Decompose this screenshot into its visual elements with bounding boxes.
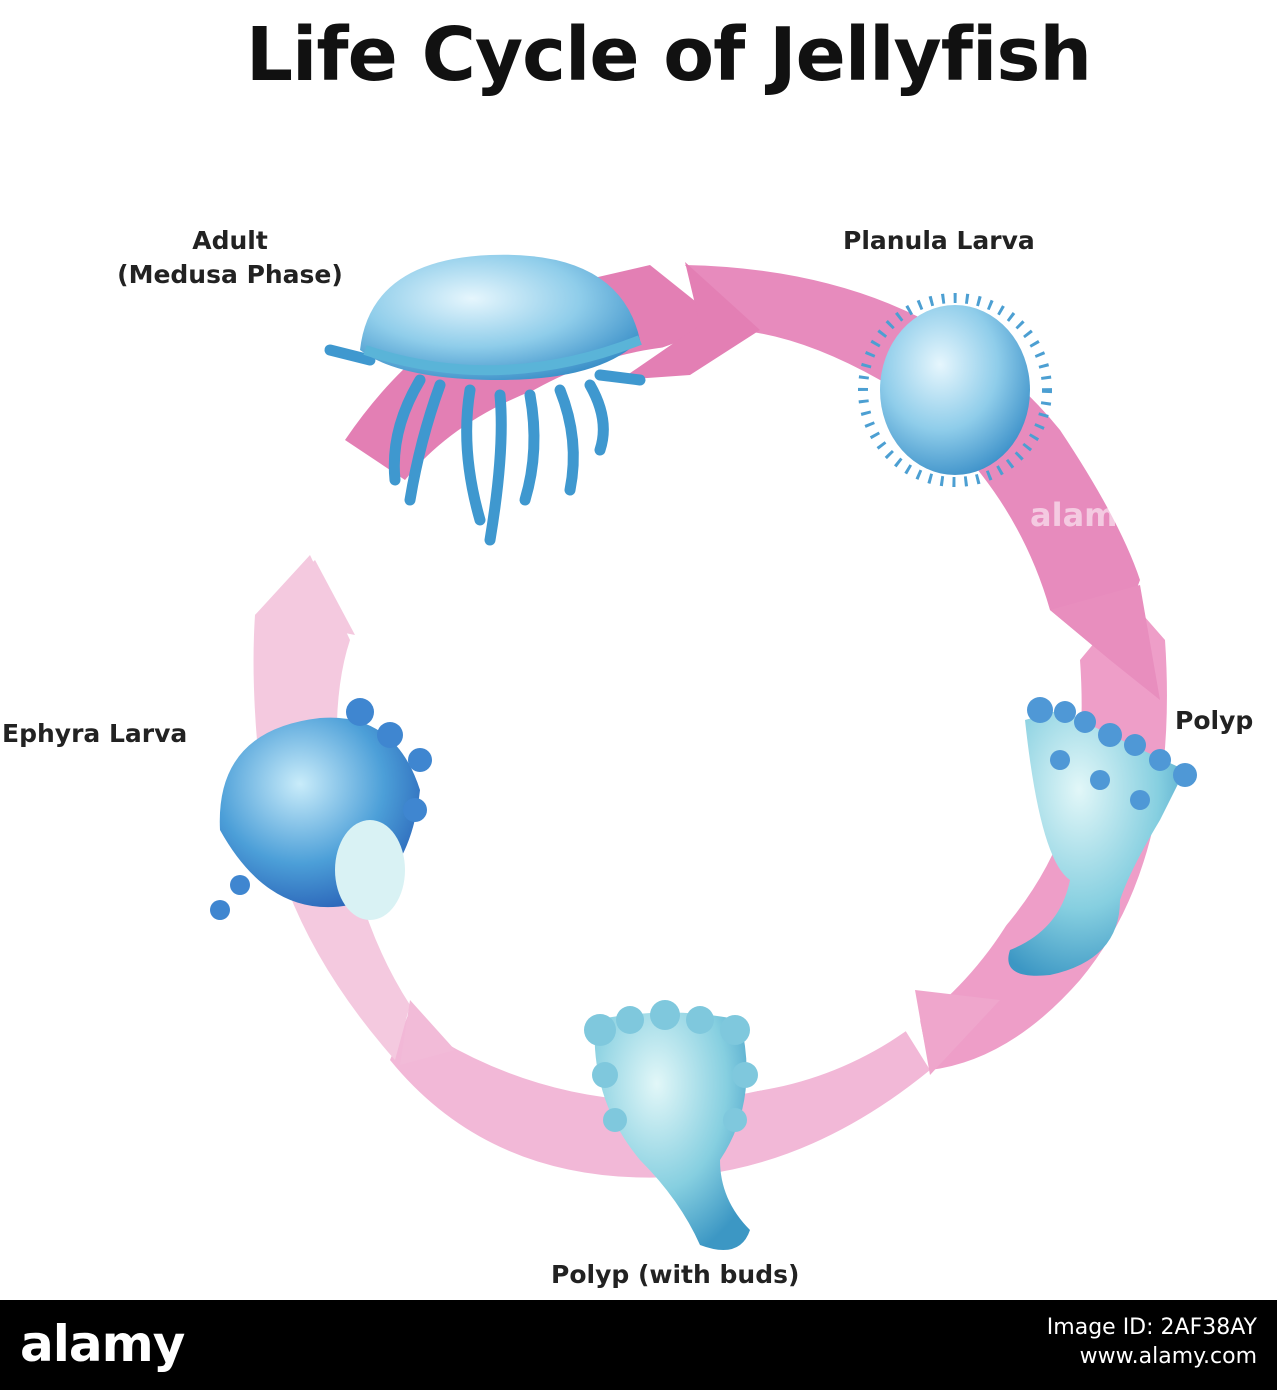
planula-larva-illustration: [858, 293, 1052, 487]
life-cycle-diagram: [210, 254, 1197, 1250]
label-polyp: Polyp: [1175, 706, 1254, 735]
label-ephyra-larva: Ephyra Larva: [2, 719, 188, 748]
polyp-with-buds-illustration: [584, 1000, 758, 1250]
image-id-text: Image ID: 2AF38AY: [1046, 1315, 1257, 1340]
arrowhead-bottom-right: [915, 990, 1000, 1075]
ephyra-larva-illustration: [210, 698, 432, 920]
arrow-polyp-to-polyp-buds: [915, 600, 1167, 1070]
footer-info: Image ID: 2AF38AY www.alamy.com: [1047, 1314, 1257, 1372]
arrowhead-bottom-left: [400, 1000, 455, 1065]
arrowhead-right: [1050, 585, 1160, 700]
watermark-middle: alamy: [1030, 496, 1139, 534]
watermark-logo: alamy: [20, 1315, 185, 1373]
arrowhead-top: [620, 262, 760, 380]
watermark-footer: alamy Image ID: 2AF38AY www.alamy.com: [0, 1300, 1277, 1390]
adult-medusa-illustration: [324, 254, 646, 546]
polyp-illustration: [1008, 697, 1197, 976]
arrow-polyp-buds-to-ephyra: [390, 1010, 930, 1178]
label-adult-line2: (Medusa Phase): [117, 260, 343, 289]
arrowhead-left: [255, 560, 355, 635]
label-planula-larva: Planula Larva: [843, 226, 1035, 255]
label-adult: Adult (Medusa Phase): [90, 224, 370, 292]
footer-site-text: www.alamy.com: [1079, 1344, 1257, 1369]
label-adult-line1: Adult: [192, 226, 268, 255]
label-polyp-with-buds: Polyp (with buds): [551, 1260, 800, 1289]
page-title: Life Cycle of Jellyfish: [245, 12, 1092, 98]
